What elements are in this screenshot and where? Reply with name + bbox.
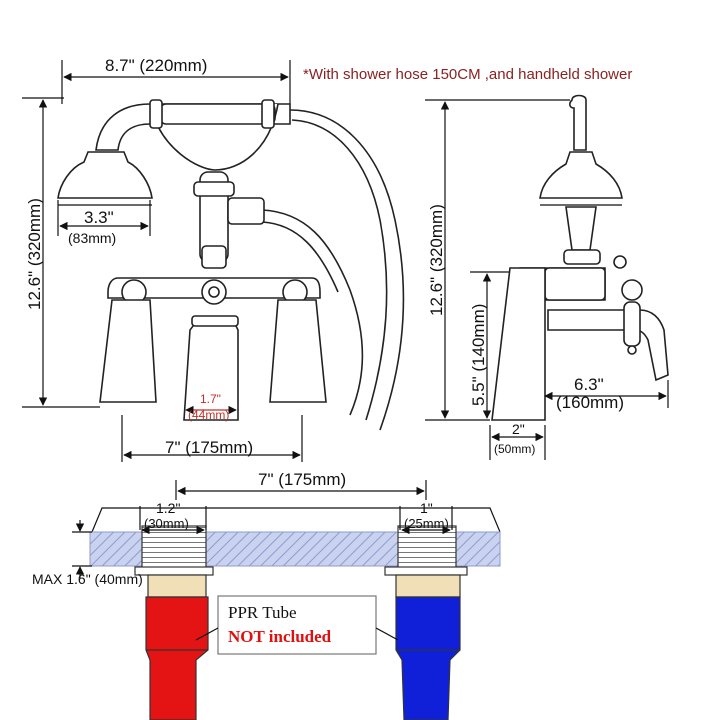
shower-head xyxy=(57,151,153,199)
side-base-dim-mm: (50mm) xyxy=(494,442,535,456)
front-height-dim: 12.6" (320mm) xyxy=(25,198,44,310)
left-nut xyxy=(147,574,207,598)
right-nut xyxy=(395,574,461,598)
cold-water-tube xyxy=(395,596,461,720)
spout-dim-mm: (44mm) xyxy=(188,408,229,422)
side-hanger xyxy=(569,94,587,151)
max-thickness-dim: MAX 1.6" (40mm) xyxy=(32,571,143,587)
head-dim-mm: (83mm) xyxy=(68,230,116,246)
front-width-dim: 8.7" (220mm) xyxy=(105,56,207,75)
right-leg xyxy=(269,299,327,403)
side-handle-lever xyxy=(623,301,641,347)
faucet-base-outline xyxy=(91,507,501,533)
side-reach-dim-mm: (160mm) xyxy=(556,393,624,412)
install-center-dim: 7" (175mm) xyxy=(258,470,346,489)
side-reach-dim-in: 6.3" xyxy=(574,375,604,394)
side-lower-height-dim: 5.5" (140mm) xyxy=(469,304,488,406)
left-hole-dim-mm: (30mm) xyxy=(144,516,189,531)
shower-hose-note: *With shower hose 150CM ,and handheld sh… xyxy=(303,66,632,83)
hot-water-tube xyxy=(145,596,209,720)
side-height-dim: 12.6" (320mm) xyxy=(427,204,446,316)
installation-view: 7" (175mm) 1.2" (30mm) 1" (25mm) MAX 1.6… xyxy=(32,470,501,720)
front-base-dim: 7" (175mm) xyxy=(165,438,253,457)
handset-grip xyxy=(159,103,276,125)
right-hole-dim-in: 1" xyxy=(420,500,433,516)
ppr-tube-label: PPR Tube xyxy=(228,603,297,622)
shower-hose xyxy=(289,109,405,431)
side-shower-head xyxy=(539,151,623,199)
left-threaded-pipe xyxy=(141,525,207,573)
side-base-dim-in: 2" xyxy=(512,421,525,437)
right-threaded-pipe xyxy=(397,525,457,573)
left-hole-dim-in: 1.2" xyxy=(156,500,180,516)
front-view: 8.7" (220mm) 12.6" (320mm) 3.3" (83mm) xyxy=(22,56,405,462)
left-leg xyxy=(99,299,157,403)
right-hole-dim-mm: (25mm) xyxy=(404,516,449,531)
ppr-tube-not-included: NOT included xyxy=(228,627,332,646)
side-leg xyxy=(491,267,546,421)
side-spout xyxy=(547,309,669,382)
head-dim-in: 3.3" xyxy=(84,208,114,227)
ppr-tube-callout xyxy=(217,595,377,655)
side-view: 12.6" (320mm) 5.5" (140mm) 6.3" (160mm) xyxy=(425,94,669,460)
spout-dim-in: 1.7" xyxy=(200,392,221,406)
